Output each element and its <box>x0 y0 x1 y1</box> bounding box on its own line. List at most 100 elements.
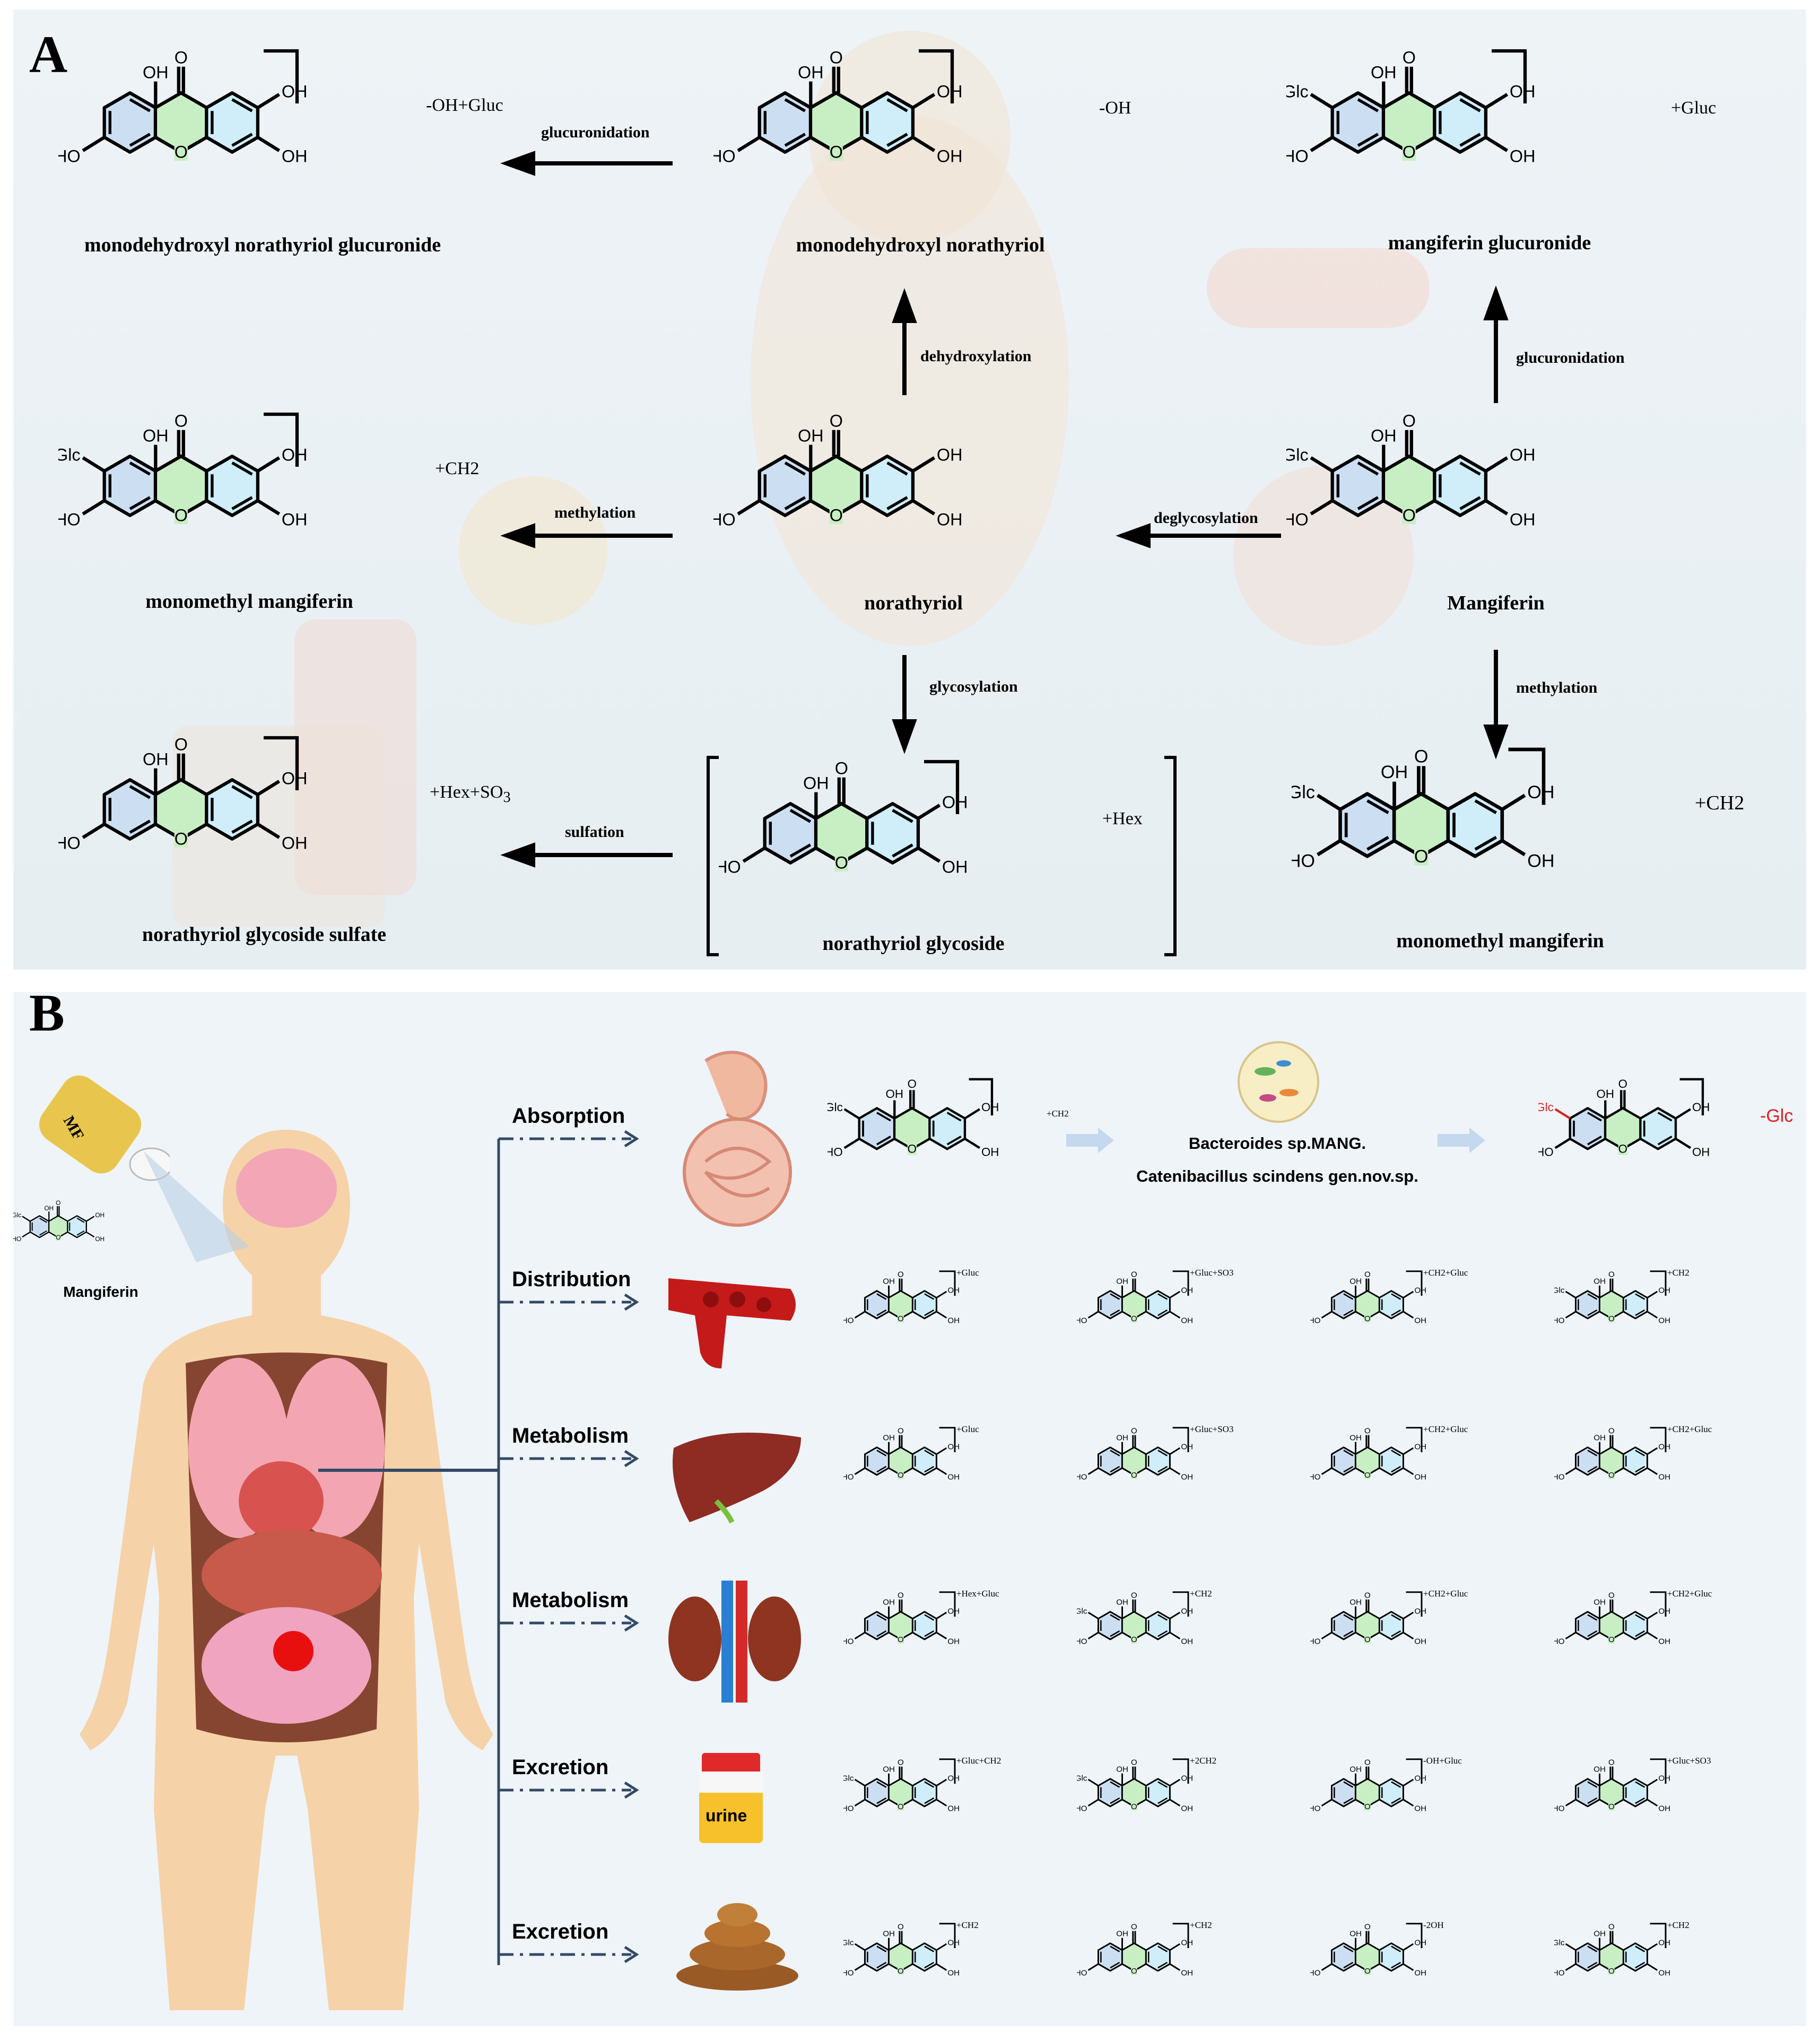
stage-3-mod-3: +CH2+Gluc <box>1667 1589 1712 1599</box>
stage-3-molecule-0: OOOHHOOHOH <box>843 1591 960 1646</box>
stage-4-molecule-2: OOOHHOOHOH <box>1310 1758 1426 1813</box>
stage-1-mod-0: +Gluc <box>956 1268 979 1278</box>
svg-text:OH: OH <box>1381 762 1408 782</box>
svg-text:OH: OH <box>1116 1765 1128 1774</box>
stage-4-molecule-0: OOOHHOOHOHGlc <box>843 1758 960 1813</box>
svg-text:OH: OH <box>1181 1316 1193 1325</box>
stage-1-molecule-3: OOOHHOOHOHGlc <box>1554 1270 1670 1325</box>
stage-3-molecule-3: OOOHHOOHOH <box>1554 1591 1670 1646</box>
svg-text:Glc: Glc <box>1292 782 1315 802</box>
svg-text:O: O <box>1608 1471 1615 1480</box>
svg-text:OH: OH <box>1658 1316 1670 1325</box>
svg-text:O: O <box>898 1802 904 1811</box>
svg-text:Glc: Glc <box>1554 1286 1565 1295</box>
stage-1-mod-2: +CH2+Gluc <box>1423 1268 1468 1278</box>
stage-label-4: Excretion <box>512 1756 609 1779</box>
stage-arrowhead-2 <box>624 1450 639 1468</box>
svg-text:O: O <box>898 1635 904 1644</box>
svg-text:O: O <box>1608 1635 1615 1644</box>
svg-text:OH: OH <box>1181 1443 1193 1452</box>
svg-text:OH: OH <box>1349 1930 1362 1939</box>
svg-text:OH: OH <box>1349 1598 1362 1607</box>
svg-text:HO: HO <box>13 1235 21 1243</box>
svg-text:OH: OH <box>1181 1286 1193 1295</box>
svg-text:OH: OH <box>1692 1145 1710 1158</box>
svg-text:O: O <box>175 143 188 162</box>
stage-4-mod-1: +2CH2 <box>1190 1756 1217 1766</box>
svg-text:O: O <box>1608 1314 1615 1323</box>
svg-text:HO: HO <box>719 858 741 877</box>
molecule-c3: OOOHHOOHOHGlc <box>1286 48 1536 166</box>
compound-name-c2: monodehydroxyl norathyriol <box>796 234 1045 256</box>
svg-text:O: O <box>898 1314 904 1323</box>
svg-text:O: O <box>1364 1758 1371 1767</box>
svg-text:HO: HO <box>843 1473 854 1482</box>
reaction-label-r6: glycosylation <box>929 678 1018 695</box>
stage-3-molecule-1: OOOHHOOHOHGlc <box>1077 1591 1193 1646</box>
svg-text:OH: OH <box>1658 1804 1670 1813</box>
svg-text:OH: OH <box>1658 1774 1670 1783</box>
svg-text:HO: HO <box>843 1316 854 1325</box>
stage-2-molecule-3: OOOHHOOHOH <box>1554 1427 1670 1482</box>
svg-text:OH: OH <box>947 1286 960 1295</box>
molecule-c5: OOOHHOOHOH <box>713 411 962 529</box>
reaction-label-r2: dehydroxylation <box>920 347 1032 365</box>
svg-text:OH: OH <box>947 1443 960 1452</box>
svg-text:OH: OH <box>1414 1637 1426 1646</box>
svg-text:OH: OH <box>1414 1969 1426 1978</box>
svg-text:HO: HO <box>1310 1473 1321 1482</box>
svg-text:OH: OH <box>947 1607 960 1616</box>
mod-c9: +CH2 <box>1695 792 1745 814</box>
stage-3-mod-0: +Hex+Gluc <box>956 1589 999 1599</box>
mod-c3: +Gluc <box>1671 98 1717 118</box>
svg-text:OH: OH <box>1658 1473 1670 1482</box>
kidney-icon <box>668 1581 801 1703</box>
stage-3-mod-2: +CH2+Gluc <box>1423 1589 1468 1599</box>
svg-text:O: O <box>898 1923 904 1932</box>
brain-icon <box>236 1148 337 1228</box>
svg-text:HO: HO <box>1077 1316 1087 1325</box>
panel-a-backdrop <box>172 31 1430 927</box>
svg-text:OH: OH <box>947 1804 960 1813</box>
svg-text:Glc: Glc <box>1554 1939 1565 1948</box>
heart-icon <box>239 1461 324 1541</box>
ingest-cone <box>143 1151 249 1262</box>
stage-3-mod-1: +CH2 <box>1190 1589 1212 1599</box>
svg-text:O: O <box>898 1591 904 1600</box>
svg-text:OH: OH <box>1414 1804 1426 1813</box>
reaction-label-r5: deglycosylation <box>1154 509 1258 527</box>
svg-text:OH: OH <box>798 63 824 82</box>
svg-text:OH: OH <box>1414 1443 1426 1452</box>
svg-text:OH: OH <box>1116 1277 1128 1286</box>
bacteria-icon <box>1238 1041 1319 1123</box>
svg-text:OH: OH <box>942 858 968 877</box>
compound-name-c4: monomethyl mangiferin <box>145 590 353 613</box>
liver-icon <box>673 1433 801 1524</box>
svg-text:O: O <box>1131 1427 1137 1436</box>
svg-text:OH: OH <box>143 749 169 769</box>
stage-2-mod-3: +CH2+Gluc <box>1667 1424 1712 1434</box>
svg-text:O: O <box>898 1427 904 1436</box>
svg-text:O: O <box>898 1967 904 1976</box>
svg-text:HO: HO <box>58 147 81 166</box>
svg-text:O: O <box>175 48 188 67</box>
stage-4-molecule-1: OOOHHOOHOHGlc <box>1077 1758 1193 1813</box>
svg-text:HO: HO <box>1286 147 1309 166</box>
svg-text:O: O <box>1364 1923 1371 1932</box>
stage-4-mod-3: +Gluc+SO3 <box>1667 1756 1711 1766</box>
reaction-label-r8: sulfation <box>565 823 624 841</box>
bracket-left <box>707 756 719 956</box>
reaction-label-r4: methylation <box>554 504 636 521</box>
svg-text:O: O <box>830 411 843 430</box>
svg-text:OH: OH <box>1116 1434 1128 1443</box>
svg-text:HO: HO <box>1310 1637 1321 1646</box>
svg-text:O: O <box>830 48 843 67</box>
svg-text:OH: OH <box>1510 147 1536 166</box>
mod-c4: +CH2 <box>435 459 480 478</box>
stage-arrowhead-3 <box>624 1614 639 1632</box>
svg-text:O: O <box>830 506 843 525</box>
svg-text:O: O <box>1131 1967 1137 1976</box>
svg-text:OH: OH <box>282 510 308 529</box>
